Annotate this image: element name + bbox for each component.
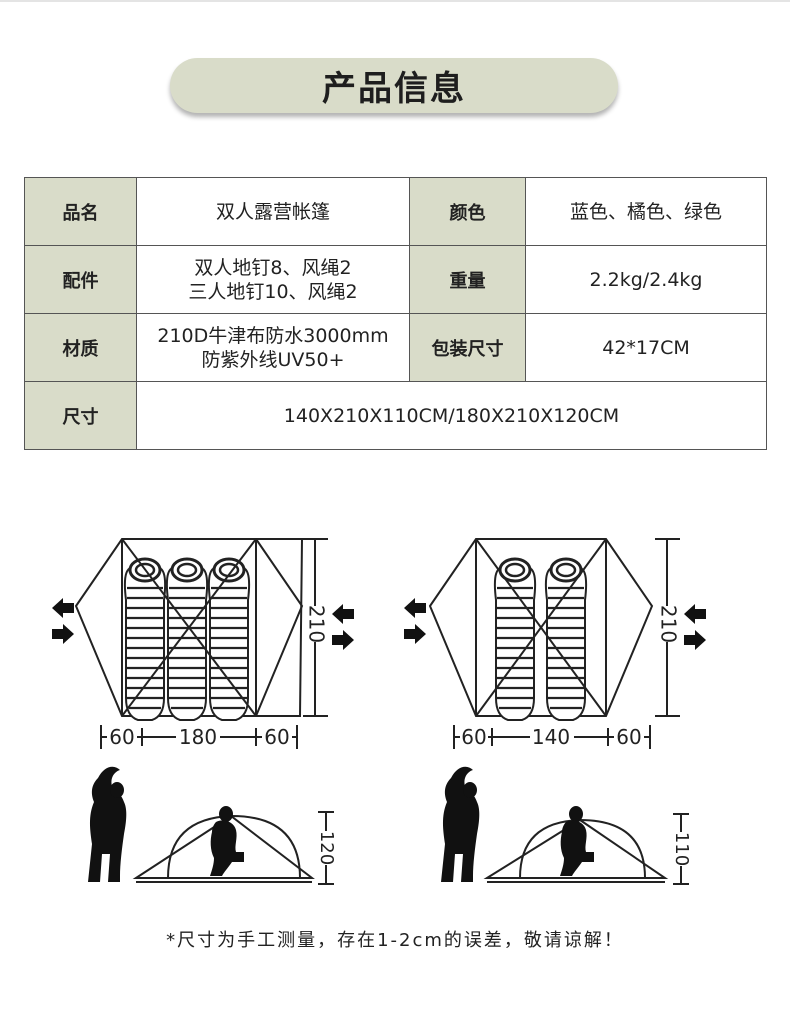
entrance-arrow-icon <box>332 630 354 650</box>
accessories-line-2: 三人地钉10、风绳2 <box>188 280 358 303</box>
entrance-arrow-icon <box>404 624 426 644</box>
sleeping-bag-icon <box>493 557 537 722</box>
entrance-arrow-icon <box>332 604 354 624</box>
entrance-arrow-icon <box>52 624 74 644</box>
sleeping-bag-icon <box>165 557 209 722</box>
spec-label-package: 包装尺寸 <box>409 313 526 382</box>
entrance-arrow-icon <box>684 604 706 624</box>
spec-table: 品名 双人露营帐篷 颜色 蓝色、橘色、绿色 配件 双人地钉8、风绳2 三人地钉1… <box>24 177 767 450</box>
spec-value-color: 蓝色、橘色、绿色 <box>525 177 767 246</box>
height-label: 110 <box>671 832 692 866</box>
page-title: 产品信息 <box>322 69 466 109</box>
table-row: 品名 双人露营帐篷 颜色 蓝色、橘色、绿色 <box>24 177 767 246</box>
side-left-label: 60 <box>109 725 134 749</box>
material-line-1: 210D牛津布防水3000mm <box>157 324 389 347</box>
spec-label-color: 颜色 <box>409 177 526 246</box>
table-row: 材质 210D牛津布防水3000mm 防紫外线UV50+ 包装尺寸 42*17C… <box>24 313 767 382</box>
section-title-banner: 产品信息 <box>170 58 618 113</box>
height-label: 120 <box>316 831 337 865</box>
sleeping-bag-icon <box>207 557 251 722</box>
standing-person-icon <box>88 766 127 882</box>
spec-label-name: 品名 <box>24 177 137 246</box>
width-label: 180 <box>179 725 217 749</box>
tent-side-view-two-person: 110 <box>441 766 692 885</box>
side-right-label: 60 <box>616 725 641 749</box>
spec-value-size: 140X210X110CM/180X210X120CM <box>136 381 767 450</box>
tent-side-view-three-person: 120 <box>88 766 337 885</box>
side-right-label: 60 <box>264 725 289 749</box>
spec-label-size: 尺寸 <box>24 381 137 450</box>
side-left-label: 60 <box>461 725 486 749</box>
tent-dimension-diagrams: 210 60 180 60 120 <box>52 538 706 885</box>
entrance-arrow-icon <box>404 598 426 618</box>
top-divider <box>0 0 790 2</box>
spec-value-accessories: 双人地钉8、风绳2 三人地钉10、风绳2 <box>136 245 410 314</box>
sleeping-bag-icon <box>123 557 167 722</box>
tent-top-view-two-person: 210 60 140 60 <box>404 538 706 749</box>
material-line-2: 防紫外线UV50+ <box>201 348 345 371</box>
table-row: 配件 双人地钉8、风绳2 三人地钉10、风绳2 重量 2.2kg/2.4kg <box>24 245 767 314</box>
accessories-line-1: 双人地钉8、风绳2 <box>194 256 352 279</box>
spec-value-name: 双人露营帐篷 <box>136 177 410 246</box>
spec-label-weight: 重量 <box>409 245 526 314</box>
tent-top-view-three-person: 210 60 180 60 <box>52 538 354 749</box>
width-label: 140 <box>532 725 570 749</box>
spec-value-material: 210D牛津布防水3000mm 防紫外线UV50+ <box>136 313 410 382</box>
measurement-note: *尺寸为手工测量，存在1-2cm的误差，敬请谅解！ <box>166 930 624 951</box>
sleeping-bag-icon <box>544 557 588 722</box>
table-row: 尺寸 140X210X110CM/180X210X120CM <box>24 381 767 450</box>
depth-label: 210 <box>305 605 329 643</box>
spec-label-material: 材质 <box>24 313 137 382</box>
entrance-arrow-icon <box>52 598 74 618</box>
depth-label: 210 <box>657 605 681 643</box>
spec-label-accessories: 配件 <box>24 245 137 314</box>
spec-value-package: 42*17CM <box>525 313 767 382</box>
spec-value-weight: 2.2kg/2.4kg <box>525 245 767 314</box>
standing-person-icon <box>441 766 480 882</box>
entrance-arrow-icon <box>684 630 706 650</box>
